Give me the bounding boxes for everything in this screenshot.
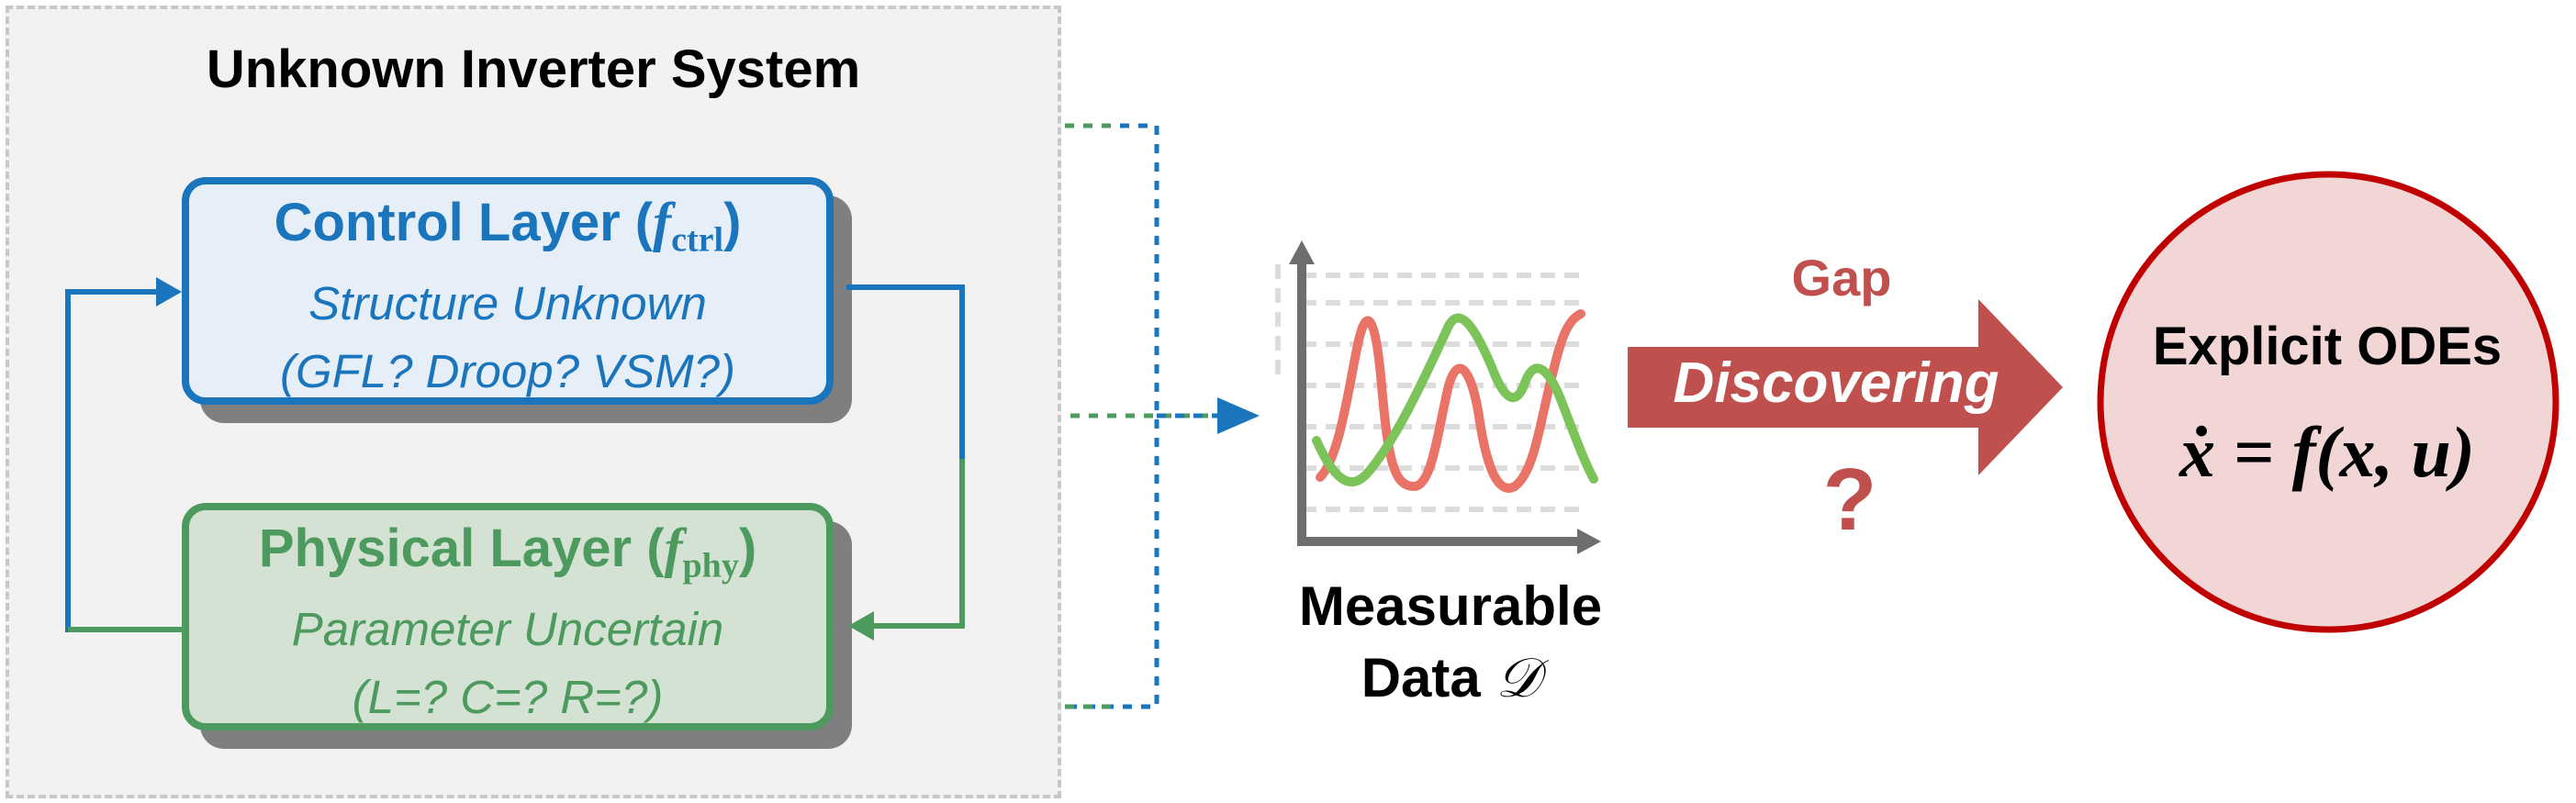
physical-layer-title: Physical Layer xyxy=(258,519,633,578)
chart-x-axis-arrow xyxy=(1577,529,1601,554)
data-symbol: 𝒟 xyxy=(1495,646,1540,710)
control-output-line xyxy=(846,284,965,629)
control-layer-heading: Control Layer (fctrl) xyxy=(189,192,826,270)
physical-layer-box: Physical Layer (fphy) Parameter Uncertai… xyxy=(182,503,834,731)
arrowhead-control-input xyxy=(156,277,182,307)
gap-label: Gap xyxy=(1791,249,1892,307)
physical-layer-line1: Parameter Uncertain xyxy=(291,603,724,656)
control-layer-title: Control Layer xyxy=(274,193,621,252)
physical-layer-line2: (L=? C=? R=?) xyxy=(352,671,664,724)
data-label-line2: Data xyxy=(1361,647,1481,708)
physical-layer-paren-open: ( xyxy=(646,519,665,578)
question-mark: ? xyxy=(1822,451,1877,549)
control-layer-paren-open: ( xyxy=(634,193,654,252)
control-layer-line2: (GFL? Droop? VSM?) xyxy=(279,345,735,398)
data-label: Measurable Data 𝒟 xyxy=(1239,571,1662,714)
feedback-line-to-control xyxy=(65,289,182,632)
discovering-label: Discovering xyxy=(1673,351,1999,415)
arrowhead-physical-input xyxy=(848,611,874,641)
physical-input-line xyxy=(865,459,965,629)
ode-circle xyxy=(2097,171,2559,633)
chart-series-red xyxy=(1316,309,1585,493)
control-layer-symbol: f xyxy=(653,192,672,252)
data-label-line1: Measurable xyxy=(1298,575,1603,637)
data-flow-arrowhead xyxy=(1217,397,1260,434)
control-layer-subscript: ctrl xyxy=(671,220,724,260)
discovering-arrow xyxy=(1628,299,2063,475)
physical-layer-paren-close: ) xyxy=(738,519,757,578)
control-layer-line1: Structure Unknown xyxy=(308,277,707,330)
physical-layer-heading: Physical Layer (fphy) xyxy=(189,518,826,596)
physical-layer-subscript: phy xyxy=(682,546,739,586)
data-label-line2-wrap: Data 𝒟 xyxy=(1239,642,1662,714)
chart-y-axis-arrow xyxy=(1289,240,1315,264)
ode-title: Explicit ODEs xyxy=(2152,317,2503,376)
data-chart-icon xyxy=(1275,240,1601,554)
control-layer-paren-close: ) xyxy=(723,193,742,252)
chart-series-green xyxy=(1312,313,1598,487)
ode-equation: ẋ = f(x, u) xyxy=(2179,412,2475,492)
control-layer-box: Control Layer (fctrl) Structure Unknown … xyxy=(182,177,834,405)
system-title: Unknown Inverter System xyxy=(206,39,861,99)
physical-layer-symbol: f xyxy=(664,518,683,578)
